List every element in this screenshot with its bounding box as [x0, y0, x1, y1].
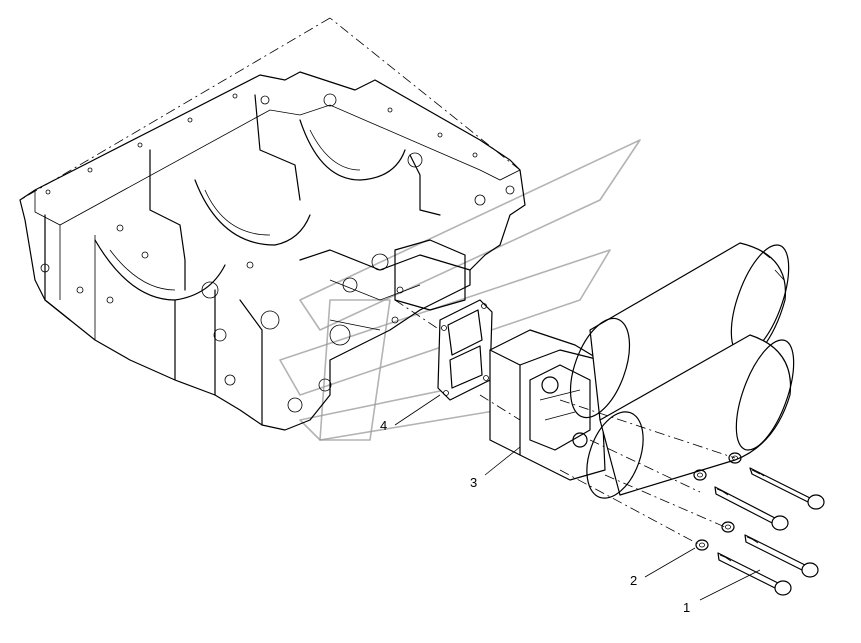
callout-label-2: 2	[630, 573, 637, 588]
filter-cartridge-lower	[586, 334, 795, 499]
callout-label-3: 3	[470, 475, 477, 490]
washer	[695, 539, 709, 551]
washer	[721, 521, 735, 533]
bolt	[714, 486, 789, 531]
bolt	[717, 552, 792, 596]
callout-label-1: 1	[683, 600, 690, 615]
gasket	[437, 299, 493, 401]
assembly-center-lines	[394, 299, 736, 546]
bolt	[744, 534, 819, 578]
oil-filter-housing	[489, 329, 606, 481]
engine-block	[19, 17, 526, 431]
washer	[728, 452, 742, 464]
washers	[693, 452, 742, 551]
bolt	[749, 467, 825, 510]
washer	[693, 469, 707, 481]
leader-lines	[394, 394, 761, 601]
callout-label-4: 4	[380, 418, 387, 433]
top-rail-holes	[45, 93, 478, 195]
bolts	[714, 467, 825, 596]
